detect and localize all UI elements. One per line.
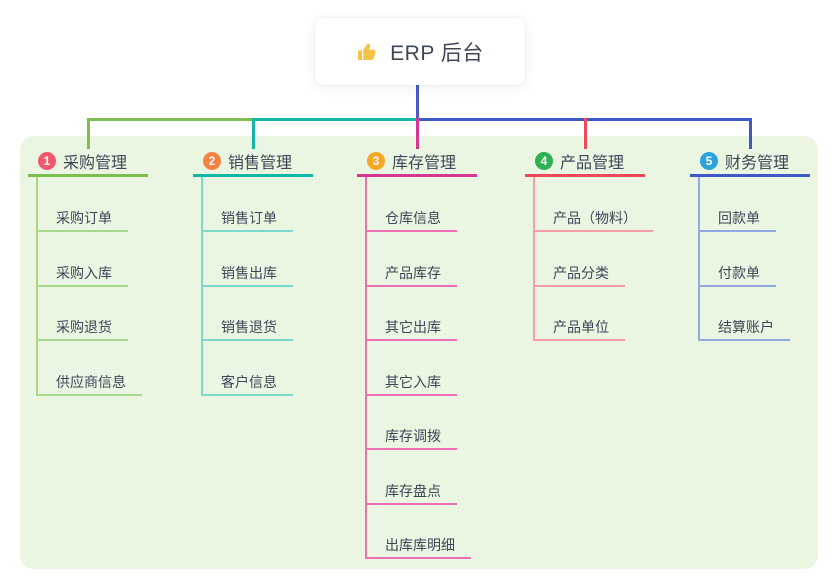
branch-underline xyxy=(690,174,810,177)
branch-child-spine xyxy=(533,177,535,341)
branch-number-badge: 3 xyxy=(367,152,385,170)
branch-drop-line-4 xyxy=(584,118,587,149)
child-node[interactable]: 采购入库 xyxy=(36,261,128,287)
child-node[interactable]: 回款单 xyxy=(698,206,776,232)
child-node[interactable]: 产品（物料） xyxy=(533,206,653,232)
branch-label: 销售管理 xyxy=(228,155,293,172)
branch-label: 采购管理 xyxy=(63,155,128,172)
branch-drop-line-1 xyxy=(87,118,90,149)
child-node[interactable]: 付款单 xyxy=(698,261,776,287)
branch-label: 财务管理 xyxy=(725,155,790,172)
branch-number-badge: 1 xyxy=(38,152,56,170)
branch-node-1[interactable]: 1 采购管理 xyxy=(38,149,127,173)
child-node[interactable]: 销售退货 xyxy=(201,315,293,341)
bus-segment-2 xyxy=(252,118,418,121)
child-node[interactable]: 供应商信息 xyxy=(36,370,142,396)
branches-panel xyxy=(20,136,818,569)
branch-number-badge: 4 xyxy=(535,152,553,170)
branch-node-3[interactable]: 3 库存管理 xyxy=(367,149,456,173)
bus-segment-3 xyxy=(416,118,751,121)
branch-underline xyxy=(28,174,148,177)
branch-child-spine xyxy=(365,177,367,559)
branch-underline xyxy=(357,174,477,177)
child-node[interactable]: 仓库信息 xyxy=(365,206,457,232)
child-node[interactable]: 客户信息 xyxy=(201,370,293,396)
child-node[interactable]: 采购订单 xyxy=(36,206,128,232)
branch-label: 产品管理 xyxy=(560,155,625,172)
child-node[interactable]: 产品单位 xyxy=(533,315,625,341)
branch-child-spine xyxy=(698,177,700,341)
root-title: ERP 后台 xyxy=(390,41,484,65)
child-node[interactable]: 产品分类 xyxy=(533,261,625,287)
thumbs-up-icon xyxy=(356,40,380,64)
child-node[interactable]: 其它入库 xyxy=(365,370,457,396)
root-connector-line xyxy=(416,84,419,121)
branch-drop-line-3 xyxy=(416,118,419,149)
branch-number-badge: 5 xyxy=(700,152,718,170)
branch-label: 库存管理 xyxy=(392,155,457,172)
child-node[interactable]: 销售订单 xyxy=(201,206,293,232)
child-node[interactable]: 产品库存 xyxy=(365,261,457,287)
child-node[interactable]: 销售出库 xyxy=(201,261,293,287)
child-node[interactable]: 库存调拨 xyxy=(365,424,457,450)
branch-underline xyxy=(193,174,313,177)
child-node[interactable]: 结算账户 xyxy=(698,315,790,341)
child-node[interactable]: 采购退货 xyxy=(36,315,128,341)
child-node[interactable]: 出库库明细 xyxy=(365,533,471,559)
branch-node-4[interactable]: 4 产品管理 xyxy=(535,149,624,173)
branch-node-2[interactable]: 2 销售管理 xyxy=(203,149,292,173)
branch-drop-line-2 xyxy=(252,118,255,149)
branch-drop-line-5 xyxy=(749,118,752,149)
branch-node-5[interactable]: 5 财务管理 xyxy=(700,149,789,173)
bus-segment-1 xyxy=(87,118,254,121)
child-node[interactable]: 其它出库 xyxy=(365,315,457,341)
root-node[interactable]: ERP 后台 xyxy=(315,18,525,85)
child-node[interactable]: 库存盘点 xyxy=(365,479,457,505)
branch-underline xyxy=(525,174,645,177)
branch-number-badge: 2 xyxy=(203,152,221,170)
